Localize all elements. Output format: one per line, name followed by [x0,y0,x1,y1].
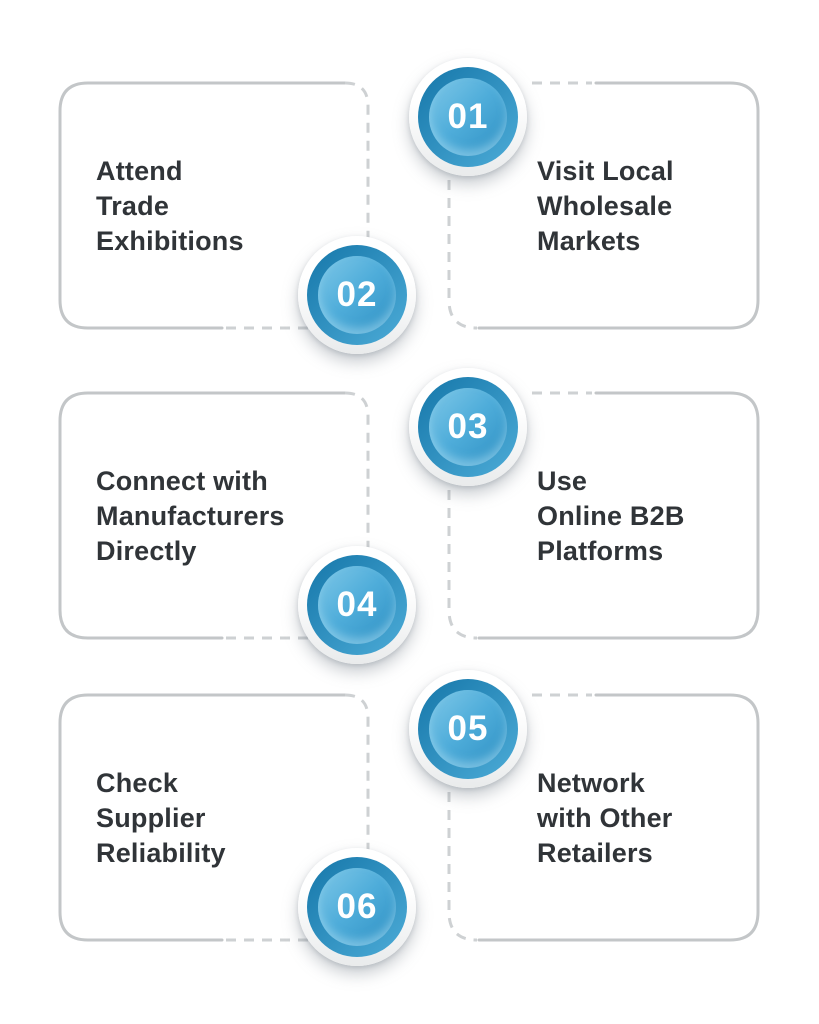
step-badge-02: 02 [298,236,416,354]
step-number-04: 04 [336,585,378,624]
left-card-border [58,81,347,330]
left-card-dashed-right [344,391,370,558]
step-number-02: 02 [336,275,378,314]
badge-ring: 02 [307,245,407,345]
left-card-dashed-right [344,693,370,860]
step-badge-03: 03 [409,368,527,486]
step-title-03: Use Online B2B Platforms [537,466,685,566]
badge-ring: 01 [418,67,518,167]
step-title-04: Connect with Manufacturers Directly [96,466,285,566]
step-badge-05: 05 [409,670,527,788]
right-card-border [477,81,760,330]
step-title-06: Check Supplier Reliability [96,768,226,868]
step-title-02: Attend Trade Exhibitions [96,156,244,256]
badge-inner: 01 [429,78,507,156]
right-card-dashed-left [447,180,478,330]
step-number-06: 06 [336,887,378,926]
badge-inner: 06 [318,868,396,946]
step-number-03: 03 [447,407,489,446]
row-1-card-outlines [58,81,760,330]
step-badge-06: 06 [298,848,416,966]
step-badge-04: 04 [298,546,416,664]
badge-ring: 05 [418,679,518,779]
step-number-05: 05 [447,709,489,748]
left-card-dashed-right [344,81,370,248]
step-title-01: Visit Local Wholesale Markets [537,156,674,256]
badge-ring: 04 [307,555,407,655]
right-card-border [477,693,760,942]
badge-ring: 06 [307,857,407,957]
right-card-border [477,391,760,640]
left-card-border [58,391,347,640]
row-3-card-outlines [58,693,760,942]
step-number-01: 01 [447,97,489,136]
badge-ring: 03 [418,377,518,477]
right-card-dashed-left [447,792,478,942]
badge-inner: 03 [429,388,507,466]
row-2-card-outlines [58,391,760,640]
step-title-05: Network with Other Retailers [537,768,673,868]
step-badge-01: 01 [409,58,527,176]
left-card-border [58,693,347,942]
badge-inner: 05 [429,690,507,768]
badge-inner: 04 [318,566,396,644]
right-card-dashed-left [447,490,478,640]
badge-inner: 02 [318,256,396,334]
